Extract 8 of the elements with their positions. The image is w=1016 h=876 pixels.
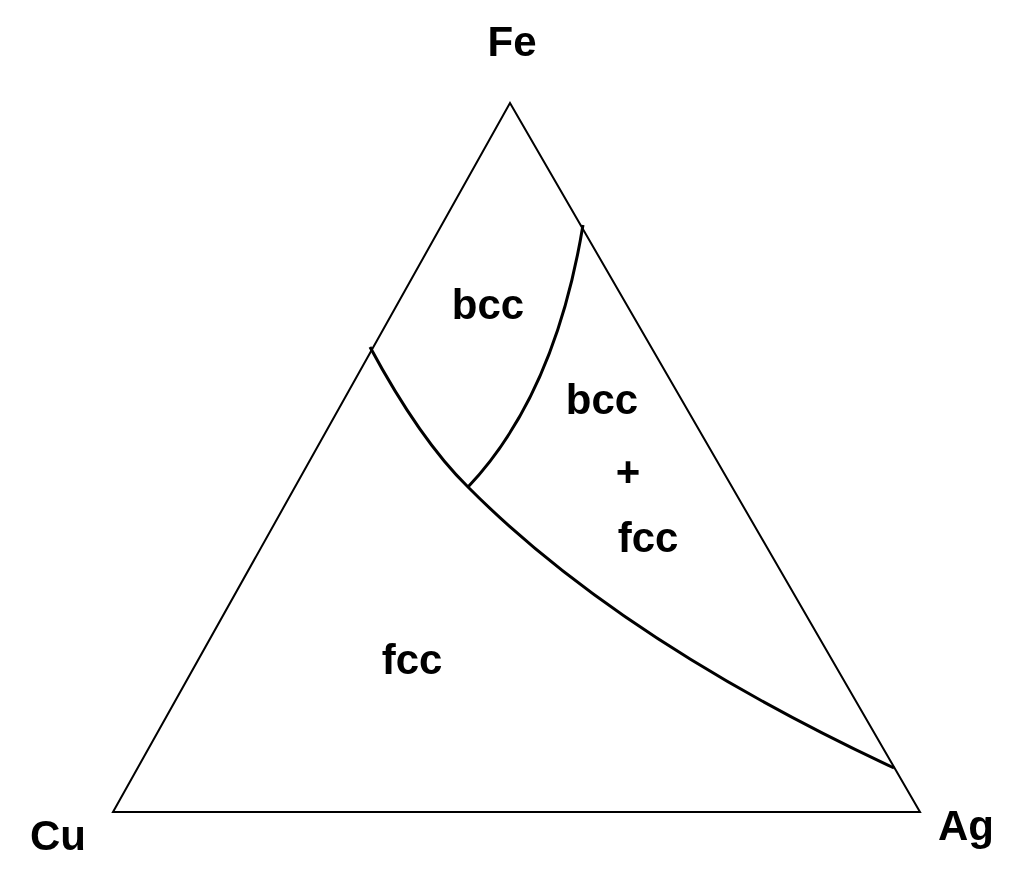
phase-label: fcc (617, 517, 679, 559)
phase-label: bcc (451, 284, 525, 326)
phase-label: fcc (381, 639, 443, 681)
element-label: Ag (938, 805, 994, 847)
phase-label: bcc (565, 379, 639, 421)
element-label: Fe (487, 21, 537, 63)
element-label: Cu (30, 815, 86, 857)
phase-label: + (615, 451, 641, 493)
